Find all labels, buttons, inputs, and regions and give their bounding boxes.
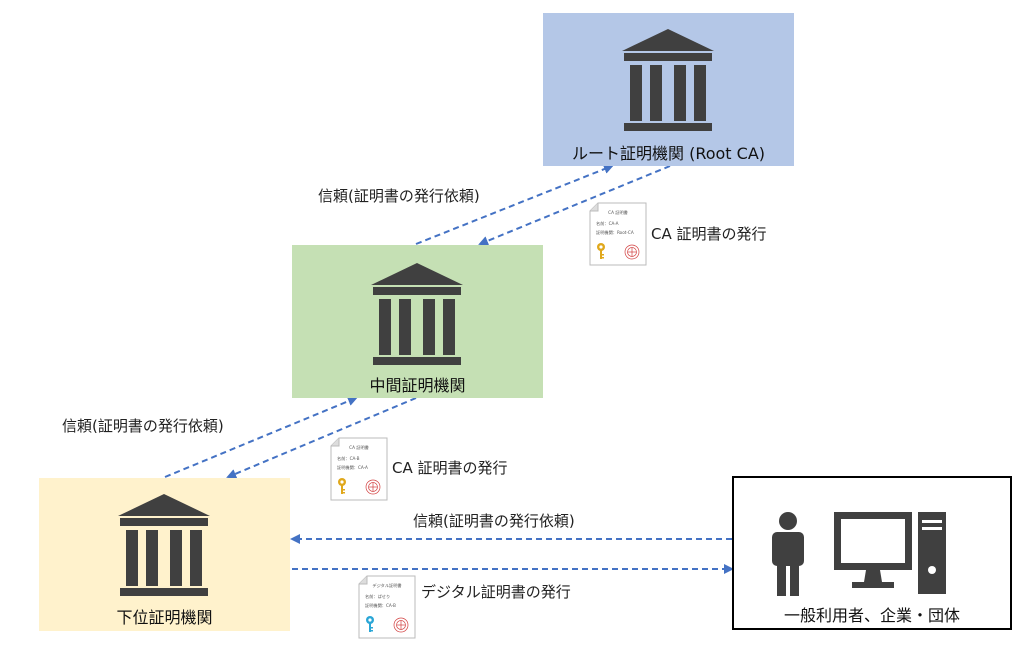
certificate-issuer: 証明機関：CA-B: [365, 602, 396, 609]
certificate-title: CA 証明書: [608, 209, 628, 216]
arrow-issue-from-root: [478, 165, 671, 246]
certificate-name: 名前：CA-A: [596, 220, 619, 227]
bank-icon: [622, 29, 714, 131]
certificate-title: CA 証明書: [349, 444, 369, 451]
intermediate-ca-box: 中間証明機関: [292, 245, 543, 398]
certificate-name: 名前：ぱせり: [365, 593, 390, 600]
arrow-trust-to-intermediate: [164, 396, 358, 478]
root-ca-label: ルート証明機関 (Root CA): [571, 144, 766, 163]
key-icon: [597, 243, 605, 259]
intermediate-ca-label: 中間証明機関: [369, 376, 466, 395]
subordinate-ca-box: 下位証明機関: [39, 478, 290, 631]
key-icon: [366, 616, 374, 632]
issue-user-label: デジタル証明書の発行: [421, 583, 571, 601]
trust-root-label: 信頼(証明書の発行依頼): [318, 187, 480, 205]
certificate-name: 名前：CA-B: [337, 455, 360, 462]
certificate-issuer: 証明機関：CA-A: [337, 464, 368, 471]
user-label: 一般利用者、企業・団体: [783, 606, 960, 625]
root-ca-box: ルート証明機関 (Root CA): [543, 13, 794, 166]
seal-icon: [393, 617, 409, 633]
issue-root-label: CA 証明書の発行: [651, 225, 767, 243]
certificate-title: デジタル証明書: [372, 582, 401, 589]
person-icon: [772, 512, 804, 596]
arrow-issue-from-intermediate: [226, 397, 417, 479]
user-box: 一般利用者、企業・団体: [732, 476, 1012, 630]
computer-icon: [834, 512, 946, 594]
key-icon: [338, 478, 346, 494]
certificate-icon: CA 証明書 名前：CA-A 証明機関：Root-CA: [589, 202, 647, 266]
certificate-icon: CA 証明書 名前：CA-B 証明機関：CA-A: [330, 437, 388, 501]
trust-intermediate-label: 信頼(証明書の発行依頼): [62, 417, 224, 435]
bank-icon: [118, 494, 210, 596]
issue-intermediate-label: CA 証明書の発行: [392, 459, 508, 477]
bank-icon: [371, 263, 463, 365]
certificate-issuer: 証明機関：Root-CA: [596, 229, 634, 236]
subordinate-ca-label: 下位証明機関: [116, 608, 213, 627]
certificate-icon: デジタル証明書 名前：ぱせり 証明機関：CA-B: [358, 575, 416, 639]
seal-icon: [365, 479, 381, 495]
seal-icon: [624, 244, 640, 260]
arrow-trust-to-root: [415, 164, 614, 245]
trust-user-label: 信頼(証明書の発行依頼): [413, 512, 575, 530]
